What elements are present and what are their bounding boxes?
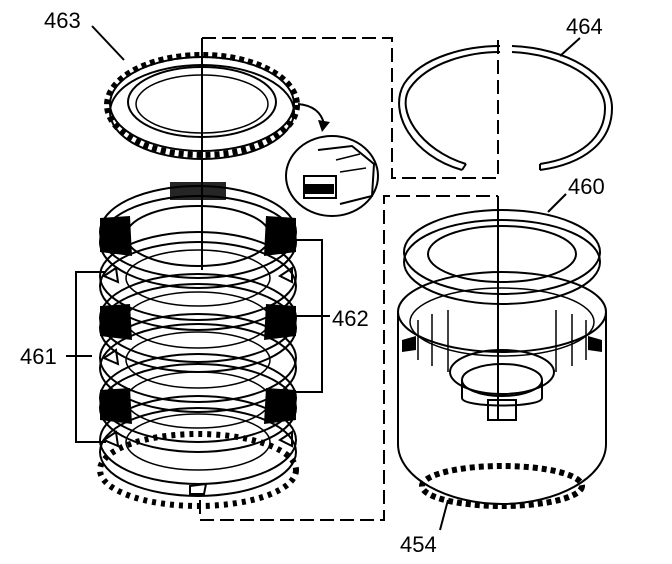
callout-464: 464 xyxy=(566,14,603,39)
clutch-plate-stack xyxy=(97,38,299,509)
callout-460: 460 xyxy=(568,174,605,199)
dashed-bracket-top xyxy=(202,37,499,179)
tooth-detail-inset xyxy=(285,103,379,217)
bracket-461 xyxy=(66,271,106,443)
callout-454: 454 xyxy=(400,532,437,557)
part-460-apply-ring xyxy=(403,196,601,420)
leader-lines xyxy=(91,25,581,531)
callout-461: 461 xyxy=(20,344,57,369)
dashed-bracket-bottom xyxy=(199,195,498,521)
callout-463: 463 xyxy=(44,8,81,33)
callout-462: 462 xyxy=(332,306,369,331)
part-464-snap-ring xyxy=(398,45,614,171)
part-454-clutch-housing xyxy=(397,271,607,509)
bracket-462 xyxy=(292,239,330,393)
